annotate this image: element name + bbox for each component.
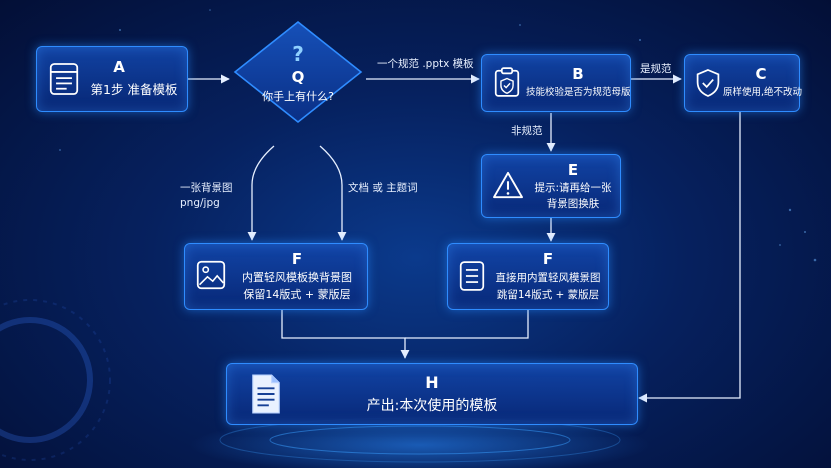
node-f1-label-line1: 内置轻风模板换背景图 xyxy=(242,271,352,284)
edge-c-to-h xyxy=(638,112,741,403)
edge-f2-to-h xyxy=(405,310,529,339)
document-icon xyxy=(459,261,485,291)
node-a-prepare-template[interactable]: A 第1步 准备模板 xyxy=(36,46,188,112)
edge-label-image-format: png/jpg xyxy=(180,197,220,209)
node-e-letter: E xyxy=(567,161,579,179)
warning-icon xyxy=(493,171,523,199)
edge-label-b-to-e: 非规范 xyxy=(511,125,543,137)
clipboard-shield-icon xyxy=(494,67,520,97)
question-icon: ? xyxy=(292,42,304,66)
edge-f1-to-h xyxy=(281,310,410,359)
node-a-letter: A xyxy=(113,58,125,76)
node-h-letter: H xyxy=(425,373,439,392)
file-icon xyxy=(252,374,280,414)
edge-q-to-f1-right xyxy=(319,145,347,241)
node-f2-label-line1: 直接用内置轻风模景图 xyxy=(495,272,601,284)
node-c-label: 原样使用,绝不改动 xyxy=(723,87,803,98)
node-f2-letter: F xyxy=(542,250,554,268)
node-b-label: 技能校验是否为规范母版 xyxy=(526,87,631,98)
node-e-label-line1: 提示:请再给一张 xyxy=(534,182,612,194)
node-e-prompt-background[interactable]: E 提示:请再给一张 背景图换肤 xyxy=(481,154,621,218)
node-e-label-line2: 背景图换肤 xyxy=(546,198,600,210)
decision-diamond-shape xyxy=(233,20,363,124)
node-b-validate-template[interactable]: B 技能校验是否为规范母版 xyxy=(481,54,631,112)
node-c-letter: C xyxy=(755,65,767,83)
node-h-label: 产出:本次使用的模板 xyxy=(366,398,498,414)
node-q-label: 你手上有什么? xyxy=(262,90,334,103)
node-f1-letter: F xyxy=(291,250,303,268)
node-a-label: 第1步 准备模板 xyxy=(90,82,178,97)
node-f1-label-line2: 保留14版式 + 蒙版层 xyxy=(243,288,351,301)
node-b-letter: B xyxy=(572,65,584,83)
node-q-letter: Q xyxy=(291,68,305,86)
node-h-output-template[interactable]: H 产出:本次使用的模板 xyxy=(226,363,638,425)
edge-label-b-to-c: 是规范 xyxy=(640,63,672,75)
node-c-use-as-is[interactable]: C 原样使用,绝不改动 xyxy=(684,54,803,112)
shield-check-icon xyxy=(696,69,720,97)
edge-label-background-image: 一张背景图 xyxy=(180,182,233,194)
node-f-replace-background[interactable]: F 内置轻风模板换背景图 保留14版式 + 蒙版层 xyxy=(184,243,368,310)
image-icon xyxy=(196,260,226,290)
node-f2-label-line2: 跳留14版式 + 蒙版层 xyxy=(496,289,600,301)
edge-label-q-to-b: 一个规范 .pptx 模板 xyxy=(377,58,474,70)
node-q-decision[interactable]: ? Q 你手上有什么? xyxy=(233,20,363,124)
template-icon xyxy=(49,63,79,95)
node-f-use-builtin[interactable]: F 直接用内置轻风模景图 跳留14版式 + 蒙版层 xyxy=(447,243,609,310)
edge-label-document-or-topic: 文档 或 主题词 xyxy=(348,182,418,194)
edge-q-to-f1-left xyxy=(247,145,275,241)
